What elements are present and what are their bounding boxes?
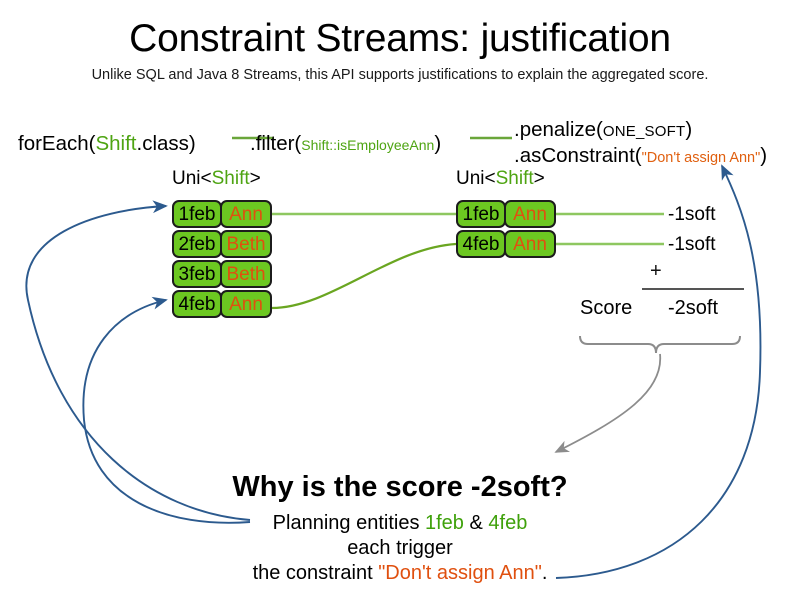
shift-date: 3feb	[172, 260, 222, 288]
explanation-line-1: Planning entities 1feb & 4feb	[180, 511, 620, 536]
explanation-entity-b: 4feb	[488, 512, 528, 534]
shift-employee: Beth	[220, 260, 272, 288]
uni-label-right-suffix: >	[533, 168, 545, 189]
explanation-amp: &	[463, 512, 489, 534]
code-foreach-type: Shift	[95, 132, 137, 155]
flow-line-4feb	[271, 242, 457, 310]
uni-label-right: Uni<Shift>	[456, 168, 545, 190]
uni-label-left-prefix: Uni<	[172, 168, 212, 189]
impact-value-1: -1soft	[668, 204, 716, 225]
explanation-line-3-suffix: .	[541, 562, 548, 584]
score-brace	[579, 335, 741, 354]
shift-employee: Ann	[504, 200, 556, 228]
uni-label-left: Uni<Shift>	[172, 168, 261, 190]
score-label: Score	[580, 297, 633, 319]
impact-value-2: -1soft	[668, 234, 716, 255]
explanation-heading: Why is the score -2soft?	[232, 471, 568, 503]
uni-label-left-suffix: >	[249, 168, 261, 189]
table-row[interactable]: 2feb Beth	[172, 230, 272, 258]
explanation-entity-a: 1feb	[425, 512, 464, 534]
code-foreach-suffix: .class)	[136, 132, 196, 155]
table-row[interactable]: 4feb Ann	[172, 290, 272, 318]
code-foreach-method: forEach(	[18, 132, 96, 155]
code-foreach: forEach(Shift.class)	[18, 131, 196, 157]
code-penalize-method: .penalize(	[514, 118, 603, 141]
shift-date: 4feb	[172, 290, 222, 318]
sum-operator: +	[650, 260, 662, 282]
code-filter-suffix: )	[434, 132, 442, 155]
score-explanation-arrow	[554, 353, 661, 453]
sum-rule	[642, 288, 744, 290]
explanation-line-1-prefix: Planning entities	[272, 512, 425, 534]
code-penalize-suffix: )	[685, 118, 693, 141]
code-filter: .filter(Shift::isEmployeeAnn)	[250, 131, 441, 158]
code-as-constraint-argument: "Don't assign Ann"	[641, 150, 761, 166]
shift-date: 1feb	[172, 200, 222, 228]
code-as-constraint: .asConstraint("Don't assign Ann")	[514, 143, 767, 171]
table-row[interactable]: 1feb Ann	[172, 200, 272, 228]
explanation-line-3-prefix: the constraint	[252, 562, 379, 584]
explanation-line-3: the constraint "Don't assign Ann".	[180, 561, 620, 586]
code-penalize-argument: ONE_SOFT	[602, 123, 686, 140]
shift-employee: Ann	[220, 290, 272, 318]
code-as-constraint-suffix: )	[760, 144, 768, 167]
table-row[interactable]: 4feb Ann	[456, 230, 556, 258]
explanation-constraint-name: "Don't assign Ann"	[378, 562, 542, 584]
shift-date: 4feb	[456, 230, 506, 258]
shift-date: 2feb	[172, 230, 222, 258]
uni-label-left-type: Shift	[211, 168, 250, 189]
page-subtitle: Unlike SQL and Java 8 Streams, this API …	[91, 67, 709, 83]
shift-employee: Ann	[220, 200, 272, 228]
table-row[interactable]: 1feb Ann	[456, 200, 556, 228]
code-filter-method: .filter(	[250, 132, 302, 155]
uni-label-right-type: Shift	[495, 168, 534, 189]
score-total: -2soft	[668, 297, 719, 319]
explanation-line-2: each trigger	[347, 537, 453, 559]
code-penalize: .penalize(ONE_SOFT)	[514, 117, 692, 145]
table-row[interactable]: 3feb Beth	[172, 260, 272, 288]
shift-date: 1feb	[456, 200, 506, 228]
page-title: Constraint Streams: justification	[129, 17, 671, 60]
shift-employee: Ann	[504, 230, 556, 258]
code-as-constraint-method: .asConstraint(	[514, 144, 642, 167]
code-filter-method-ref: Shift::isEmployeeAnn	[301, 137, 435, 153]
shift-employee: Beth	[220, 230, 272, 258]
uni-label-right-prefix: Uni<	[456, 168, 496, 189]
